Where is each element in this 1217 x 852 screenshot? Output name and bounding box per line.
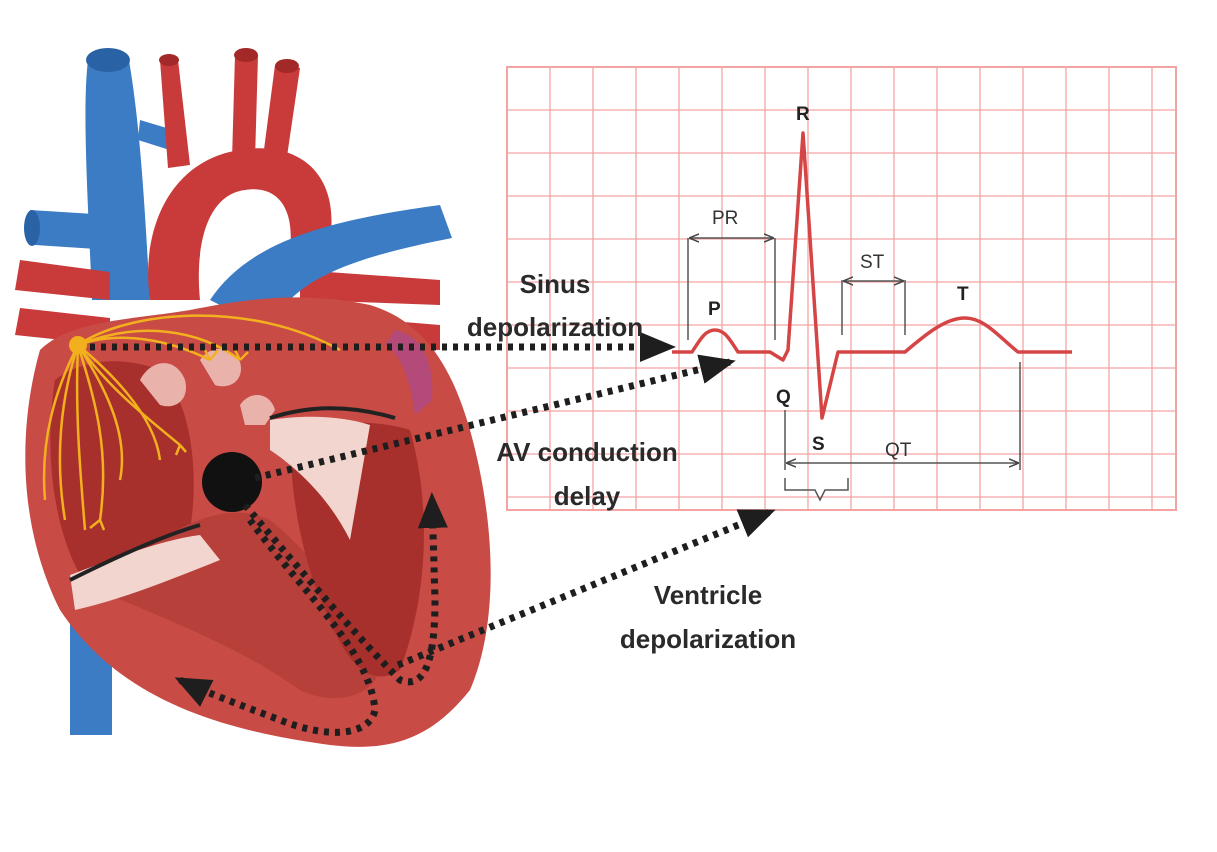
- av-label-line1: AV conduction: [496, 437, 678, 467]
- sinoatrial-node: [69, 336, 87, 354]
- heart-illustration: [15, 48, 491, 747]
- wave-r-label: R: [796, 104, 810, 125]
- grid-border: [506, 66, 1177, 511]
- interval-st-label: ST: [860, 252, 885, 273]
- sinus-label-line2: depolarization: [467, 312, 643, 342]
- interval-qt-label: QT: [885, 440, 912, 461]
- wave-p-label: P: [708, 299, 721, 320]
- wave-s-label: S: [812, 434, 825, 455]
- ecg-grid: [506, 66, 1177, 511]
- sinus-label-line1: Sinus: [520, 269, 591, 299]
- internal-pathway-arrow-right: [242, 492, 448, 686]
- ventricle-label-line2: depolarization: [620, 624, 796, 654]
- ecg-labels: P R Q S T PR ST QT: [708, 104, 969, 461]
- phase-labels: Sinus depolarization AV conduction delay…: [467, 269, 796, 654]
- ecg-trace: [672, 131, 1072, 420]
- ventricle-label-line1: Ventricle: [654, 580, 762, 610]
- wave-t-label: T: [957, 284, 969, 305]
- aorta: [148, 148, 332, 300]
- av-label-line2: delay: [554, 481, 621, 511]
- av-arrow: [254, 354, 736, 482]
- conduction-arrows: [90, 332, 776, 736]
- interval-markers: [687, 238, 1021, 502]
- internal-pathway-arrow-left: [174, 517, 379, 736]
- ventricle-arrow: [396, 508, 776, 669]
- wave-q-label: Q: [776, 387, 791, 408]
- atrioventricular-node: [202, 452, 262, 512]
- superior-vena-cava: [85, 55, 150, 300]
- interval-pr-label: PR: [712, 208, 738, 229]
- conduction-system: [42, 314, 341, 531]
